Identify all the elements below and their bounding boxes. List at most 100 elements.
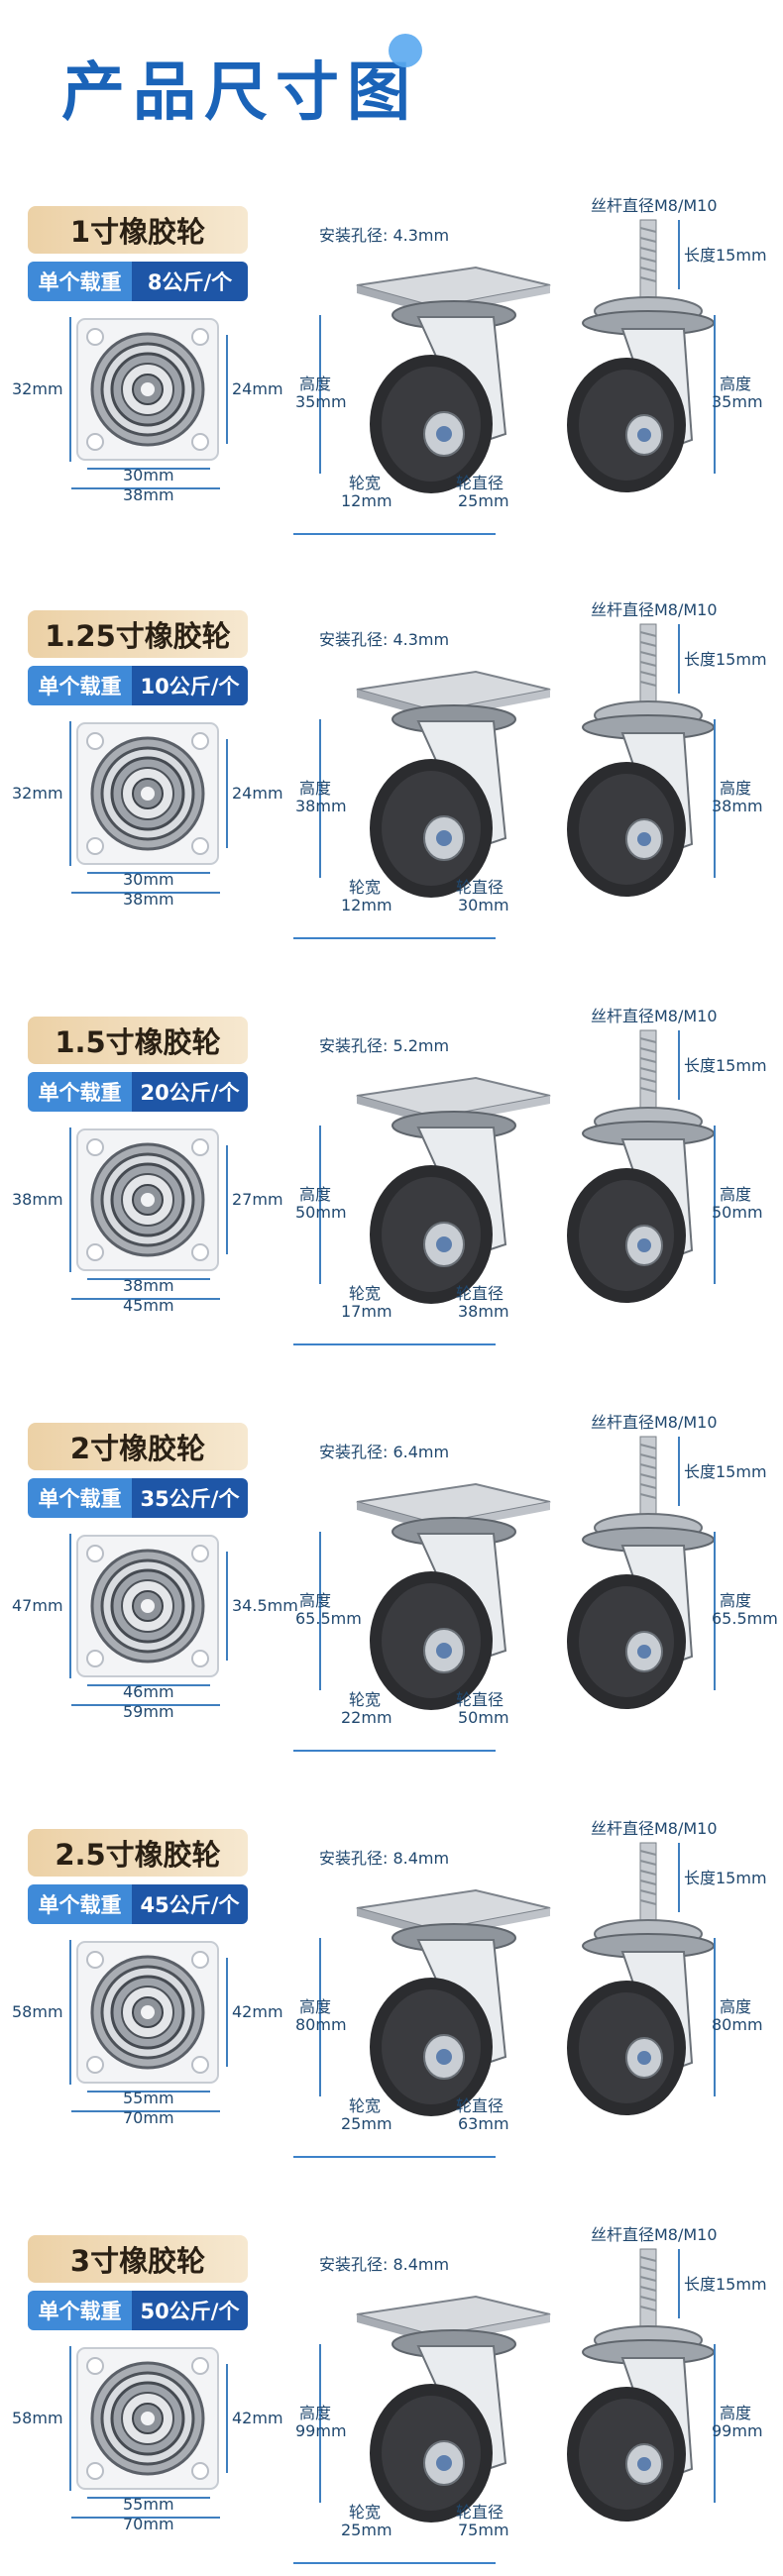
stem-height-dim: 50mm — [712, 1203, 763, 1222]
wheel-width-dim: 12mm — [341, 491, 392, 510]
screw-diameter-dim: 丝杆直径M8/M10 — [591, 1007, 718, 1025]
caster-size-section: 2寸橡胶轮 单个载重 35公斤/个 47mm 34.5mm 46mm 59mm — [0, 1413, 783, 1829]
caster-size-section: 2.5寸橡胶轮 单个载重 45公斤/个 58mm 42mm 55mm 70mm — [0, 1819, 783, 2235]
screw-diameter-dim: 丝杆直径M8/M10 — [591, 600, 718, 619]
plate-inner-width-dim: 46mm — [123, 1682, 174, 1701]
plate-height-dim: 32mm — [12, 379, 63, 398]
wheel-diameter-dim: 63mm — [458, 2114, 509, 2133]
threaded-stem-caster-icon — [567, 2248, 715, 2522]
height-dim: 99mm — [295, 2421, 347, 2440]
mounting-plate-icon — [76, 1128, 219, 1271]
plate-height-dim: 58mm — [12, 2002, 63, 2021]
mount-hole-dim: 安装孔径: 8.4mm — [319, 2255, 450, 2274]
height-label: 高度 — [299, 1185, 332, 1204]
plate-width-dim: 45mm — [123, 1296, 174, 1315]
plate-width-dim: 38mm — [123, 890, 174, 909]
mounting-plate-icon — [76, 722, 219, 865]
load-capacity-row: 单个载重 8公斤/个 — [28, 262, 248, 301]
threaded-stem-caster-icon — [567, 219, 715, 492]
mounting-plate-icon — [76, 1535, 219, 1677]
stem-length-dim: 长度15mm — [684, 2275, 767, 2294]
wheel-width-label: 轮宽 — [349, 878, 382, 897]
caster-size-section: 1.25寸橡胶轮 单个载重 10公斤/个 32mm 24mm 30mm 38mm — [0, 600, 783, 1017]
plate-caster-icon — [356, 1482, 551, 1710]
mount-hole-dim: 安装孔径: 6.4mm — [319, 1443, 450, 1461]
section-divider — [293, 1343, 496, 1345]
section-divider — [293, 2156, 496, 2158]
plate-height-dim: 38mm — [12, 1190, 63, 1209]
plate-caster-icon — [356, 266, 551, 493]
plate-inner-height-dim: 42mm — [232, 2409, 283, 2427]
stem-height-label: 高度 — [720, 1997, 752, 2016]
stem-height-dim: 65.5mm — [712, 1609, 778, 1628]
stem-height-label: 高度 — [720, 2404, 752, 2422]
load-capacity-row: 单个载重 35公斤/个 — [28, 1478, 248, 1518]
caster-size-label: 2.5寸橡胶轮 — [28, 1829, 248, 1877]
screw-diameter-dim: 丝杆直径M8/M10 — [591, 1819, 718, 1838]
wheel-width-dim: 22mm — [341, 1708, 392, 1727]
load-capacity-value: 45公斤/个 — [132, 1884, 248, 1924]
plate-inner-height-dim: 24mm — [232, 379, 283, 398]
plate-inner-width-dim: 55mm — [123, 2495, 174, 2514]
threaded-stem-caster-icon — [567, 623, 715, 897]
height-dim: 65.5mm — [295, 1609, 362, 1628]
plate-inner-width-dim: 30mm — [123, 870, 174, 889]
plate-width-dim: 59mm — [123, 1702, 174, 1721]
stem-height-dim: 38mm — [712, 797, 763, 815]
height-dim: 38mm — [295, 797, 347, 815]
caster-size-label: 1寸橡胶轮 — [28, 206, 248, 254]
wheel-width-dim: 17mm — [341, 1302, 392, 1321]
wheel-width-dim: 25mm — [341, 2521, 392, 2539]
threaded-stem-caster-icon — [567, 1029, 715, 1303]
wheel-width-label: 轮宽 — [349, 1690, 382, 1709]
stem-height-label: 高度 — [720, 779, 752, 798]
stem-height-label: 高度 — [720, 1591, 752, 1610]
plate-width-dim: 70mm — [123, 2108, 174, 2127]
height-label: 高度 — [299, 2404, 332, 2422]
wheel-diameter-label: 轮直径 — [456, 1690, 504, 1709]
caster-size-label: 3寸橡胶轮 — [28, 2235, 248, 2283]
wheel-width-label: 轮宽 — [349, 2096, 382, 2115]
plate-caster-icon — [356, 2295, 551, 2522]
threaded-stem-caster-icon — [567, 1436, 715, 1709]
wheel-width-dim: 25mm — [341, 2114, 392, 2133]
wheel-width-label: 轮宽 — [349, 1284, 382, 1303]
caster-size-label: 1.5寸橡胶轮 — [28, 1017, 248, 1064]
caster-size-label: 2寸橡胶轮 — [28, 1423, 248, 1470]
mount-hole-dim: 安装孔径: 8.4mm — [319, 1849, 450, 1868]
plate-height-dim: 58mm — [12, 2409, 63, 2427]
caster-size-label: 1.25寸橡胶轮 — [28, 610, 248, 658]
height-label: 高度 — [299, 779, 332, 798]
caster-size-section: 3寸橡胶轮 单个载重 50公斤/个 58mm 42mm 55mm 70mm — [0, 2225, 783, 2576]
section-divider — [293, 1750, 496, 1752]
load-capacity-label: 单个载重 — [28, 666, 132, 705]
plate-inner-width-dim: 30mm — [123, 466, 174, 484]
mount-hole-dim: 安装孔径: 4.3mm — [319, 630, 450, 649]
load-capacity-value: 8公斤/个 — [132, 262, 248, 301]
load-capacity-label: 单个载重 — [28, 1478, 132, 1518]
stem-height-dim: 99mm — [712, 2421, 763, 2440]
load-capacity-label: 单个载重 — [28, 1072, 132, 1112]
caster-size-section: 1.5寸橡胶轮 单个载重 20公斤/个 38mm 27mm 38mm 45mm — [0, 1007, 783, 1423]
page-title: 产品尺寸图 — [61, 56, 418, 130]
section-divider — [293, 2562, 496, 2564]
load-capacity-value: 35公斤/个 — [132, 1478, 248, 1518]
height-dim: 35mm — [295, 392, 347, 411]
wheel-diameter-dim: 25mm — [458, 491, 509, 510]
stem-height-label: 高度 — [720, 375, 752, 393]
stem-height-dim: 35mm — [712, 392, 763, 411]
height-label: 高度 — [299, 1997, 332, 2016]
screw-diameter-dim: 丝杆直径M8/M10 — [591, 196, 718, 215]
wheel-diameter-dim: 38mm — [458, 1302, 509, 1321]
height-label: 高度 — [299, 1591, 332, 1610]
wheel-diameter-label: 轮直径 — [456, 2096, 504, 2115]
screw-diameter-dim: 丝杆直径M8/M10 — [591, 1413, 718, 1432]
section-divider — [293, 937, 496, 939]
plate-inner-width-dim: 55mm — [123, 2089, 174, 2107]
load-capacity-value: 50公斤/个 — [132, 2291, 248, 2330]
threaded-stem-caster-icon — [567, 1842, 715, 2115]
plate-caster-icon — [356, 670, 551, 898]
stem-length-dim: 长度15mm — [684, 1056, 767, 1075]
wheel-diameter-dim: 30mm — [458, 896, 509, 914]
title-decor-dot — [389, 34, 422, 67]
